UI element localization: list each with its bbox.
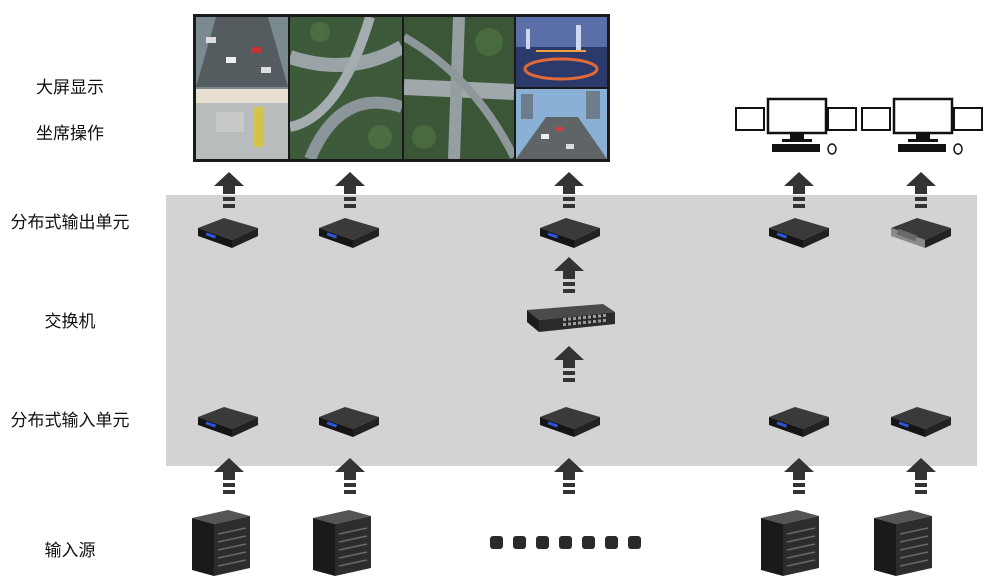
input-unit-device-icon [769,407,829,437]
network-switch-icon [527,304,615,332]
video-tile-interchange-1 [290,17,402,159]
up-arrow-icon [335,458,365,494]
label-input-unit: 分布式输入单元 [10,411,130,431]
up-arrow-icon [906,458,936,494]
up-arrow-icon [784,458,814,494]
video-tile-road [196,17,288,159]
label-output-unit: 分布式输出单元 [10,213,130,233]
server-icon [192,510,250,576]
up-arrow-icon [214,458,244,494]
up-arrow-icon [554,458,584,494]
server-icon [874,510,932,576]
output-unit-device-icon [769,218,829,248]
input-unit-device-icon [319,407,379,437]
video-tile-bridge-night [516,17,607,87]
up-arrow-icon [906,172,936,208]
ellipsis-dot [605,536,618,549]
output-unit-device-icon [319,218,379,248]
output-unit-device-icon [198,218,258,248]
output-unit-device-icon [540,218,600,248]
ellipsis-dot [513,536,526,549]
server-icon [761,510,819,576]
up-arrow-icon [554,257,584,293]
ellipsis-dot [559,536,572,549]
more-sources-ellipsis [490,536,641,549]
up-arrow-icon [335,172,365,208]
output-unit-device-icon [891,218,951,248]
workstation-icon [861,97,983,155]
video-tile-highway [516,89,607,159]
label-source: 输入源 [44,541,96,561]
label-switch: 交换机 [44,312,96,332]
up-arrow-icon [554,172,584,208]
server-icon [313,510,371,576]
ellipsis-dot [536,536,549,549]
input-unit-device-icon [891,407,951,437]
video-tile-interchange-2 [404,17,514,159]
ellipsis-dot [628,536,641,549]
ellipsis-dot [490,536,503,549]
up-arrow-icon [554,346,584,382]
label-seats: 坐席操作 [36,124,104,144]
label-display: 大屏显示 [36,78,104,98]
input-unit-device-icon [198,407,258,437]
up-arrow-icon [784,172,814,208]
ellipsis-dot [582,536,595,549]
up-arrow-icon [214,172,244,208]
input-unit-device-icon [540,407,600,437]
video-wall [193,14,610,162]
workstation-icon [735,97,857,155]
